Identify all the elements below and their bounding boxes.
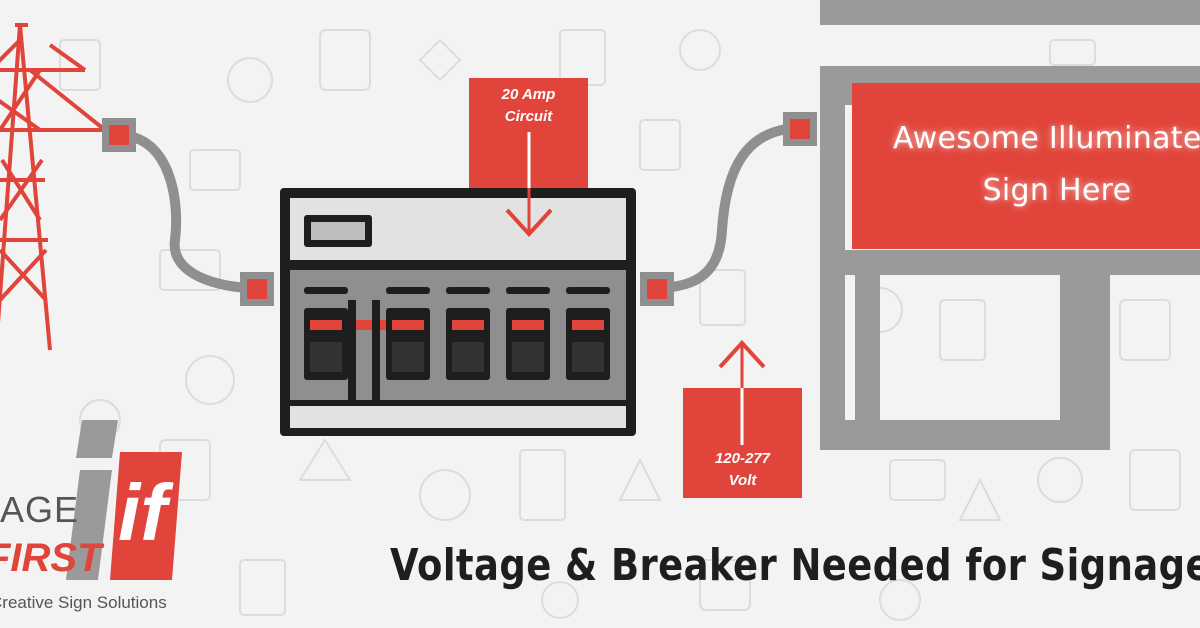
connector-icon (640, 272, 674, 306)
logo-tagline: Creative Sign Solutions (0, 593, 167, 612)
sign-line1: Awesome Illuminated (893, 121, 1200, 156)
volt-callout: 120-277 Volt (683, 388, 802, 498)
wire-right (650, 123, 803, 293)
breaker-panel-icon (280, 188, 636, 436)
volt-callout-line1: 120-277 (714, 450, 771, 467)
amp-callout-line1: 20 Amp (501, 86, 556, 103)
logo-word-top: IMAGE (0, 489, 80, 530)
transmission-tower-icon (0, 23, 107, 351)
amp-callout-line2: Circuit (504, 108, 553, 125)
sign-panel: Awesome Illuminated Sign Here (852, 83, 1200, 249)
wire-left (113, 130, 260, 293)
logo-word-bottom: FIRST (0, 536, 102, 580)
connector-icon (102, 118, 136, 152)
volt-callout-line2: Volt (728, 472, 757, 489)
logo-monogram: if (118, 468, 174, 557)
amp-callout: 20 Amp Circuit (469, 78, 588, 188)
sign-line2: Sign Here (982, 173, 1132, 208)
connector-icon (240, 272, 274, 306)
connector-icon (783, 112, 817, 146)
headline: Voltage & Breaker Needed for Signage (390, 540, 1200, 591)
logo-mark: if (66, 420, 182, 580)
